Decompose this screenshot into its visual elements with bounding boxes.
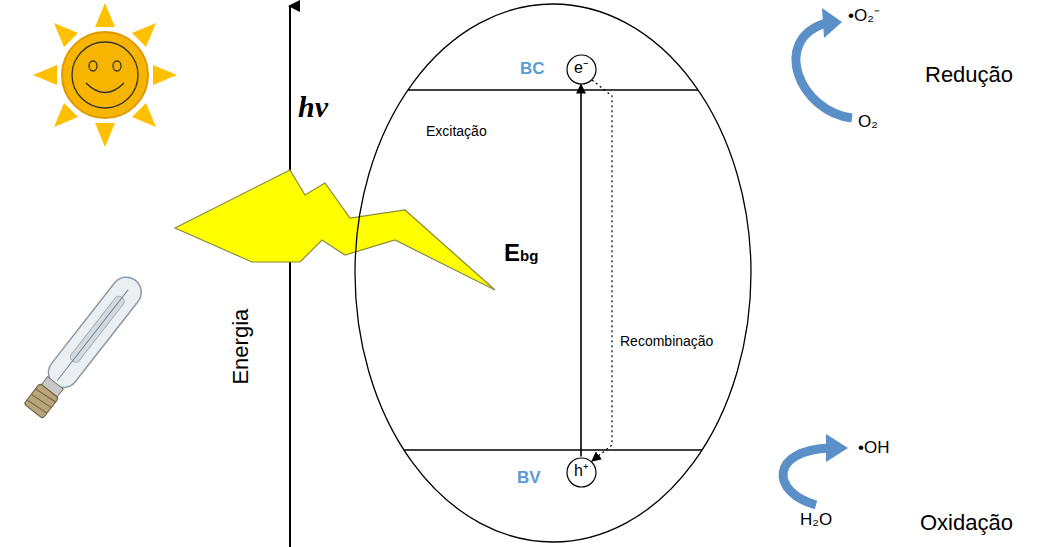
semiconductor-particle: BC ExcitaçãoEbgRecombinaçãoBV e⁻ h⁺ (354, 3, 752, 543)
photon-label: hν (298, 90, 328, 125)
gap-label: Ebg (504, 239, 538, 267)
reduction-arrow (796, 8, 852, 118)
energy-axis (289, 6, 291, 547)
process-label: Oxidação (920, 510, 1013, 535)
carrier-label: e⁻ (574, 59, 588, 77)
species-label: O₂ (858, 112, 878, 132)
charge-carrier: h⁺ (566, 457, 597, 488)
band-label: BC (520, 59, 545, 79)
axis-label: Energia (228, 309, 253, 385)
oxidation-arrow (783, 434, 848, 505)
band-edge (408, 89, 698, 90)
species-label: •OH (858, 438, 889, 458)
step-label: Excitação (426, 123, 487, 139)
band-label: BV (517, 468, 541, 488)
excitation-arrow (580, 85, 582, 457)
recombination-arrow (592, 80, 612, 461)
sun (33, 3, 177, 147)
carrier-label: h⁺ (574, 462, 588, 480)
lamp (21, 271, 147, 420)
charge-carrier: e⁻ (566, 54, 597, 85)
lightning-bolt (175, 170, 495, 290)
step-label: Recombinação (620, 333, 713, 349)
process-label: Redução (925, 62, 1013, 87)
ellipse-outline (354, 3, 752, 543)
species-label: H₂O (800, 510, 832, 530)
band-edge (404, 449, 702, 450)
species-label: •O₂⁻ (848, 6, 880, 26)
